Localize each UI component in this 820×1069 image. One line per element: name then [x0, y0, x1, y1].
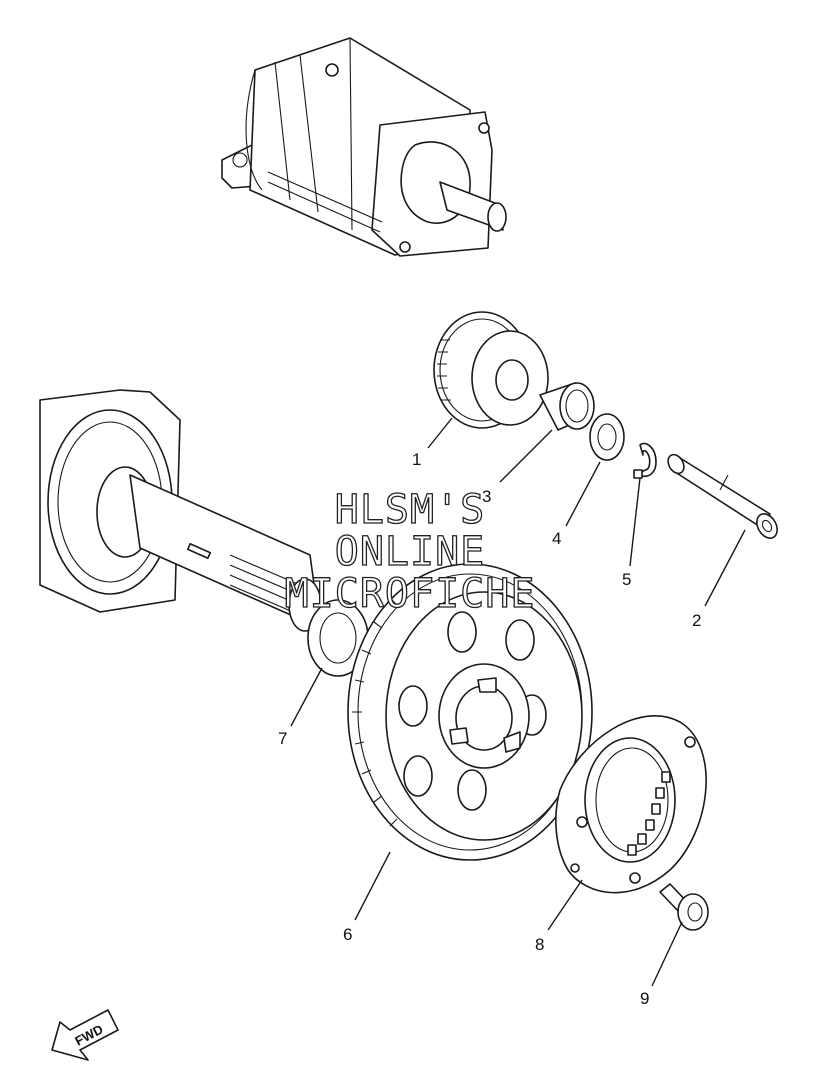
watermark-line-3: MICROFICHE [285, 571, 536, 617]
leader-lines [290, 417, 746, 987]
thrust-washer [589, 413, 625, 461]
idler-shaft [667, 453, 778, 539]
starter-motor [221, 37, 507, 257]
one-way-clutch [555, 715, 707, 894]
watermark: HLSM'S ONLINE MICROFICHE [284, 486, 536, 617]
needle-bearing [539, 382, 595, 431]
idler-gear [433, 311, 549, 429]
callout-6: 6 [343, 925, 352, 944]
callout-5: 5 [622, 570, 631, 589]
callout-4: 4 [552, 529, 561, 548]
watermark-line-1: HLSM'S [335, 487, 486, 533]
starter-wheel-gear [347, 563, 593, 861]
callout-9: 9 [640, 989, 649, 1008]
circlip [633, 442, 657, 479]
callout-numbers: 1 2 3 4 5 6 7 8 9 [278, 450, 701, 1008]
callout-3: 3 [482, 487, 491, 506]
socket-bolt [659, 883, 709, 931]
watermark-line-2: ONLINE [335, 529, 486, 575]
crankshaft [39, 389, 322, 632]
callout-7: 7 [278, 729, 287, 748]
callout-1: 1 [412, 450, 421, 469]
fwd-arrow-icon: FWD [51, 1009, 119, 1061]
callout-2: 2 [692, 611, 701, 630]
callout-8: 8 [535, 935, 544, 954]
